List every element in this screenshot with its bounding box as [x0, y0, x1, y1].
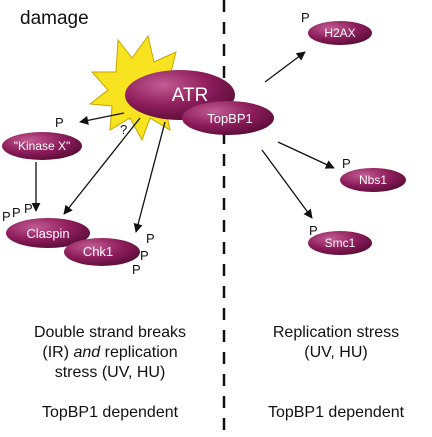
damage-label: damage	[20, 8, 89, 29]
left-caption-line2-italic: and	[73, 344, 101, 361]
h2ax-label: H2AX	[324, 26, 355, 40]
phospho-mark-claspin-3: P	[24, 201, 33, 216]
phospho-mark-nbs1: P	[342, 156, 351, 171]
left-caption-line2-pre: (IR)	[42, 344, 70, 361]
nbs1-node	[340, 168, 406, 192]
phospho-mark-smc1: P	[309, 223, 318, 238]
claspin-label: Claspin	[26, 226, 69, 241]
left-caption-line2-post: replication	[104, 344, 178, 361]
phospho-mark-chk1-3: P	[132, 262, 141, 277]
h2ax-node	[308, 21, 372, 45]
nbs1-label: Nbs1	[359, 173, 387, 187]
topbp1-label: TopBP1	[207, 111, 253, 126]
right-caption: Replication stress (UV, HU) TopBP1 depen…	[240, 323, 432, 423]
arrow-atr-to-nbs1	[277, 141, 335, 169]
phospho-mark-claspin-1: P	[2, 209, 11, 224]
chk1-node	[64, 238, 140, 266]
arrow-atr-to-smc1	[261, 149, 313, 219]
claspin-node	[6, 218, 90, 248]
kinase-x-label: "Kinase X"	[14, 139, 71, 153]
arrow-atr-to-claspin	[63, 117, 141, 215]
left-caption-line1: Double strand breaks	[33, 324, 187, 341]
right-caption-line1: Replication stress	[272, 324, 400, 341]
uncertain-link-question-mark: ?	[120, 122, 127, 137]
left-caption: Double strand breaks (IR) and replicatio…	[0, 323, 220, 423]
phospho-mark-kinase-x: P	[55, 115, 64, 130]
left-caption-line2: (IR) and replication	[0, 343, 220, 363]
right-caption-line2: (UV, HU)	[304, 344, 368, 361]
left-dependency-label: TopBP1 dependent	[41, 404, 179, 421]
smc1-node	[308, 231, 372, 255]
phospho-mark-chk1-2: P	[140, 248, 149, 263]
left-caption-line3: stress (UV, HU)	[54, 364, 166, 381]
phospho-mark-h2ax: P	[301, 10, 310, 25]
arrow-atr-to-kinase-x	[79, 112, 125, 125]
kinase-x-node	[2, 132, 82, 160]
arrow-atr-to-chk1	[133, 121, 166, 233]
topbp1-node	[182, 101, 274, 135]
atr-label: ATR	[172, 85, 209, 106]
phospho-mark-claspin-2: P	[12, 205, 21, 220]
right-dependency-label: TopBP1 dependent	[267, 404, 405, 421]
arrow-atr-to-h2ax	[264, 51, 306, 83]
chk1-label: Chk1	[83, 244, 113, 259]
phospho-mark-chk1-1: P	[146, 231, 155, 246]
smc1-label: Smc1	[325, 236, 356, 250]
